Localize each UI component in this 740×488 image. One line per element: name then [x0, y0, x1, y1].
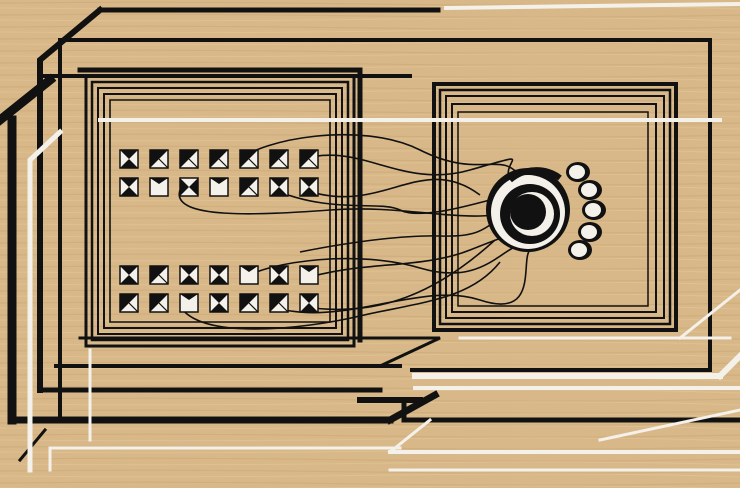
grid-button-1-0-6 [299, 265, 319, 285]
grid-button-0-0-4 [239, 149, 259, 169]
wire-4 [239, 134, 521, 177]
wire-0 [299, 154, 514, 181]
grid-button-0-0-0 [119, 149, 139, 169]
left-black-frames [0, 5, 740, 463]
grid-button-0-0-6 [299, 149, 319, 169]
grid-button-0-1-6 [299, 177, 319, 197]
grid-button-0-1-5 [269, 177, 289, 197]
grid-button-1-0-4 [239, 265, 259, 285]
grid-button-0-1-1 [149, 177, 169, 197]
finger-button-0 [566, 162, 590, 182]
grid-button-0-0-1 [149, 149, 169, 169]
grid-button-0-0-2 [179, 149, 199, 169]
grid-button-1-1-5 [269, 293, 289, 313]
right-black-frames [410, 78, 712, 372]
grid-button-1-0-0 [119, 265, 139, 285]
grid-button-1-0-2 [179, 265, 199, 285]
grid-button-1-0-1 [149, 265, 169, 285]
wire-7 [269, 249, 531, 314]
grid-button-1-1-0 [119, 293, 139, 313]
grid-button-0-1-3 [209, 177, 229, 197]
grid-button-0-1-2 [179, 177, 199, 197]
wire-1 [299, 178, 481, 198]
wire-3 [178, 189, 496, 217]
wire-8 [179, 261, 501, 330]
wire-10 [299, 224, 491, 253]
grid-button-1-1-6 [299, 293, 319, 313]
grid-button-1-1-4 [239, 293, 259, 313]
grid-button-0-1-0 [119, 177, 139, 197]
white-lines [27, 1, 740, 473]
wires [178, 134, 531, 330]
grid-button-1-0-3 [209, 265, 229, 285]
finger-button-1 [578, 180, 602, 200]
grid-button-1-1-1 [149, 293, 169, 313]
button-grid [119, 149, 319, 313]
finger-button-2 [582, 200, 606, 220]
grid-button-1-0-5 [269, 265, 289, 285]
grid-button-1-1-3 [209, 293, 229, 313]
wire-6 [299, 239, 496, 311]
finger-buttons [566, 162, 606, 260]
grid-button-0-0-3 [209, 149, 229, 169]
lens-icon [486, 167, 570, 252]
grid-button-0-0-5 [269, 149, 289, 169]
finger-button-4 [568, 240, 592, 260]
grid-button-1-1-2 [179, 293, 199, 313]
grid-button-0-1-4 [239, 177, 259, 197]
finger-button-3 [578, 222, 602, 242]
